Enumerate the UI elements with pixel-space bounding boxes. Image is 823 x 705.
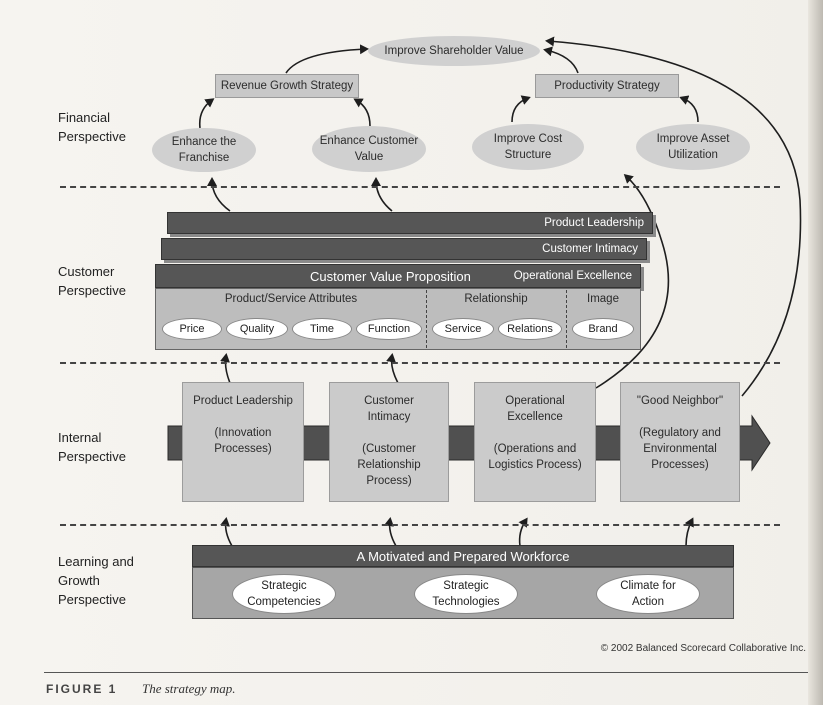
- arrow-productivity-to-shareholder: [543, 46, 579, 74]
- arrow-asset-to-productivity: [679, 95, 699, 123]
- page-edge-shadow: [808, 0, 823, 705]
- image-header: Image: [587, 293, 619, 305]
- attributes-header: Product/Service Attributes: [224, 293, 358, 305]
- arrow-franchise-to-revenue: [198, 98, 215, 129]
- enhance-customer-value-oval: Enhance Customer Value: [312, 126, 426, 172]
- productivity-strategy-box: Productivity Strategy: [535, 74, 679, 98]
- pill-quality: Quality: [226, 318, 288, 340]
- figure-caption: The strategy map.: [142, 681, 236, 696]
- strategic-technologies-oval: Strategic Technologies: [414, 574, 518, 614]
- arrow-cvp-to-customer-value: [371, 177, 393, 212]
- operational-excellence-label: Operational Excellence: [513, 270, 632, 282]
- arrow-neighbor-to-shareholder: [545, 36, 802, 397]
- internal-box-good-neighbor: "Good Neighbor" (Regulatory and Environm…: [620, 382, 740, 502]
- arrow-operational-to-cost: [595, 173, 670, 389]
- pill-brand: Brand: [572, 318, 634, 340]
- arrow-learning-to-intimacy: [384, 517, 397, 547]
- cvp-header-bar: Customer Value Proposition Operational E…: [155, 264, 641, 288]
- arrow-revenue-to-shareholder: [285, 44, 369, 74]
- enhance-franchise-oval: Enhance the Franchise: [152, 128, 256, 172]
- cvp-divider-2: [566, 290, 567, 348]
- arrow-learning-to-product: [220, 517, 233, 547]
- climate-for-action-oval: Climate for Action: [596, 574, 700, 614]
- divider-financial-customer: [60, 186, 780, 188]
- pill-service: Service: [432, 318, 494, 340]
- customer-intimacy-label: Customer Intimacy: [542, 243, 638, 255]
- figure-label: FIGURE 1: [46, 682, 118, 696]
- improve-cost-structure-oval: Improve Cost Structure: [472, 124, 584, 170]
- cvp-divider-1: [426, 290, 427, 348]
- improve-asset-utilization-oval: Improve Asset Utilization: [636, 124, 750, 170]
- internal-perspective-label: Internal Perspective: [58, 430, 126, 464]
- arrow-learning-to-neighbor: [684, 517, 694, 547]
- arrow-customer-to-revenue: [353, 98, 371, 127]
- pill-function: Function: [356, 318, 422, 340]
- arrow-product-to-cvp: [220, 353, 231, 384]
- financial-perspective-label: Financial Perspective: [58, 110, 126, 144]
- copyright-text: © 2002 Balanced Scorecard Collaborative …: [600, 643, 806, 654]
- divider-customer-internal: [60, 362, 780, 364]
- pill-price: Price: [162, 318, 222, 340]
- strategic-competencies-oval: Strategic Competencies: [232, 574, 336, 614]
- cvp-body: [155, 288, 641, 350]
- divider-internal-learning: [60, 524, 780, 526]
- customer-intimacy-bar: Customer Intimacy: [161, 238, 647, 260]
- customer-perspective-label: Customer Perspective: [58, 264, 126, 298]
- product-leadership-label: Product Leadership: [544, 217, 644, 229]
- shareholder-value-oval: Improve Shareholder Value: [368, 36, 540, 66]
- revenue-growth-strategy-box: Revenue Growth Strategy: [215, 74, 359, 98]
- caption-rule: [44, 672, 808, 673]
- product-leadership-bar: Product Leadership: [167, 212, 653, 234]
- pill-time: Time: [292, 318, 352, 340]
- arrow-learning-to-operational: [518, 517, 528, 547]
- internal-box-operational-excellence: Operational Excellence (Operations and L…: [474, 382, 596, 502]
- cvp-title: Customer Value Proposition: [310, 268, 471, 284]
- workforce-bar: A Motivated and Prepared Workforce: [192, 545, 734, 567]
- internal-box-product-leadership: Product Leadership (Innovation Processes…: [182, 382, 304, 502]
- workforce-title: A Motivated and Prepared Workforce: [356, 548, 570, 564]
- arrow-cvp-to-franchise: [207, 177, 231, 212]
- arrow-cost-to-productivity: [511, 95, 531, 123]
- learning-perspective-label: Learning and Growth Perspective: [58, 554, 134, 607]
- relationship-header: Relationship: [464, 293, 528, 305]
- internal-box-customer-intimacy: Customer Intimacy (Customer Relationship…: [329, 382, 449, 502]
- pill-relations: Relations: [498, 318, 562, 340]
- arrow-intimacy-to-cvp: [386, 353, 399, 384]
